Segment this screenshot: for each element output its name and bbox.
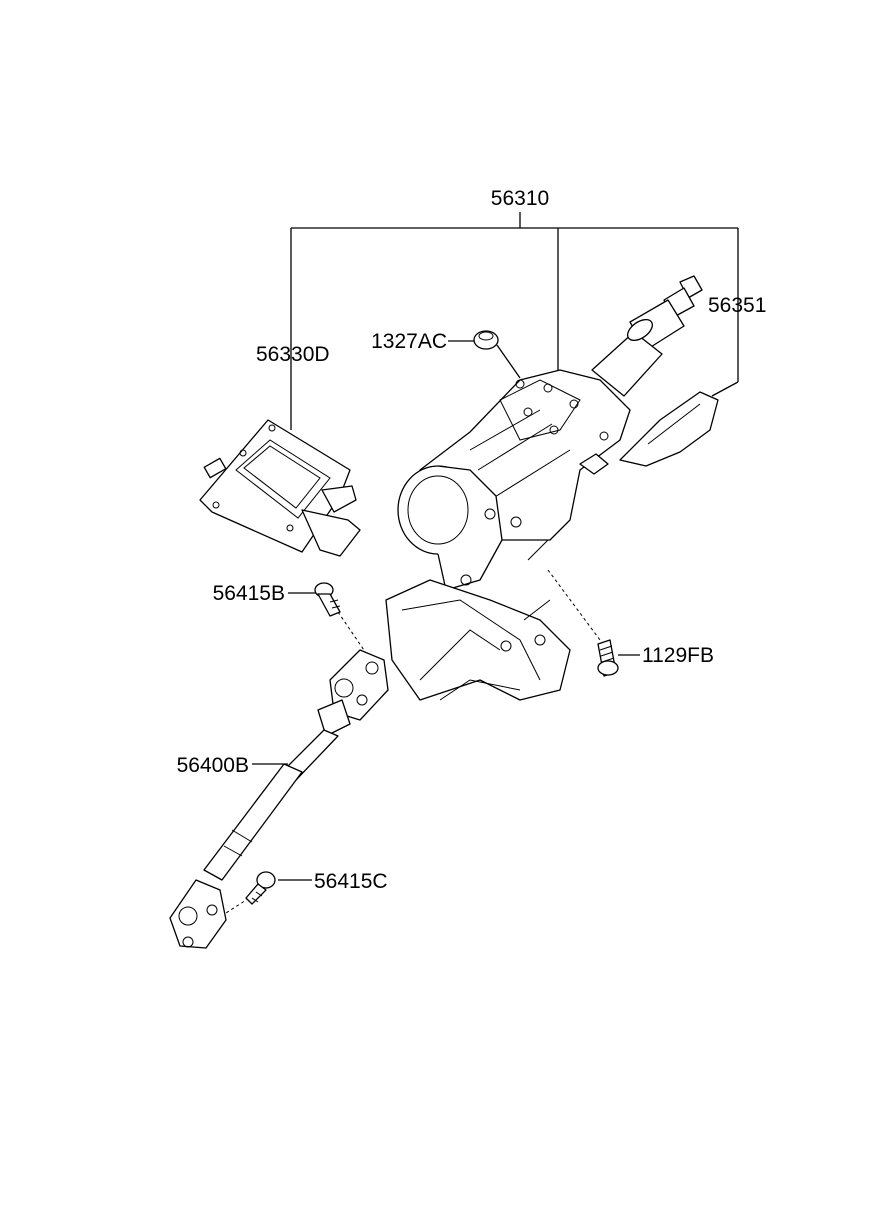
label-56415C: 56415C	[314, 870, 388, 893]
steering-column-assembly-56310	[385, 275, 719, 701]
bolt-56415B	[314, 582, 341, 617]
label-56415B: 56415B	[213, 582, 285, 605]
grommet-1327AC	[473, 330, 499, 350]
control-module-56330D	[199, 419, 361, 557]
label-1327AC: 1327AC	[371, 330, 447, 353]
label-56330D: 56330D	[256, 343, 330, 366]
bolt-1129FB	[597, 639, 619, 677]
label-56400B: 56400B	[177, 754, 249, 777]
label-56351: 56351	[708, 294, 766, 317]
label-1129FB: 1129FB	[642, 644, 714, 667]
part-labels: 56310 56351 1327AC 56330D 56415B 1129FB …	[177, 187, 767, 893]
leader-lines	[211, 212, 739, 923]
bolt-56415C	[245, 871, 276, 905]
intermediate-shaft-56400B	[169, 649, 389, 949]
label-56310: 56310	[491, 187, 549, 210]
